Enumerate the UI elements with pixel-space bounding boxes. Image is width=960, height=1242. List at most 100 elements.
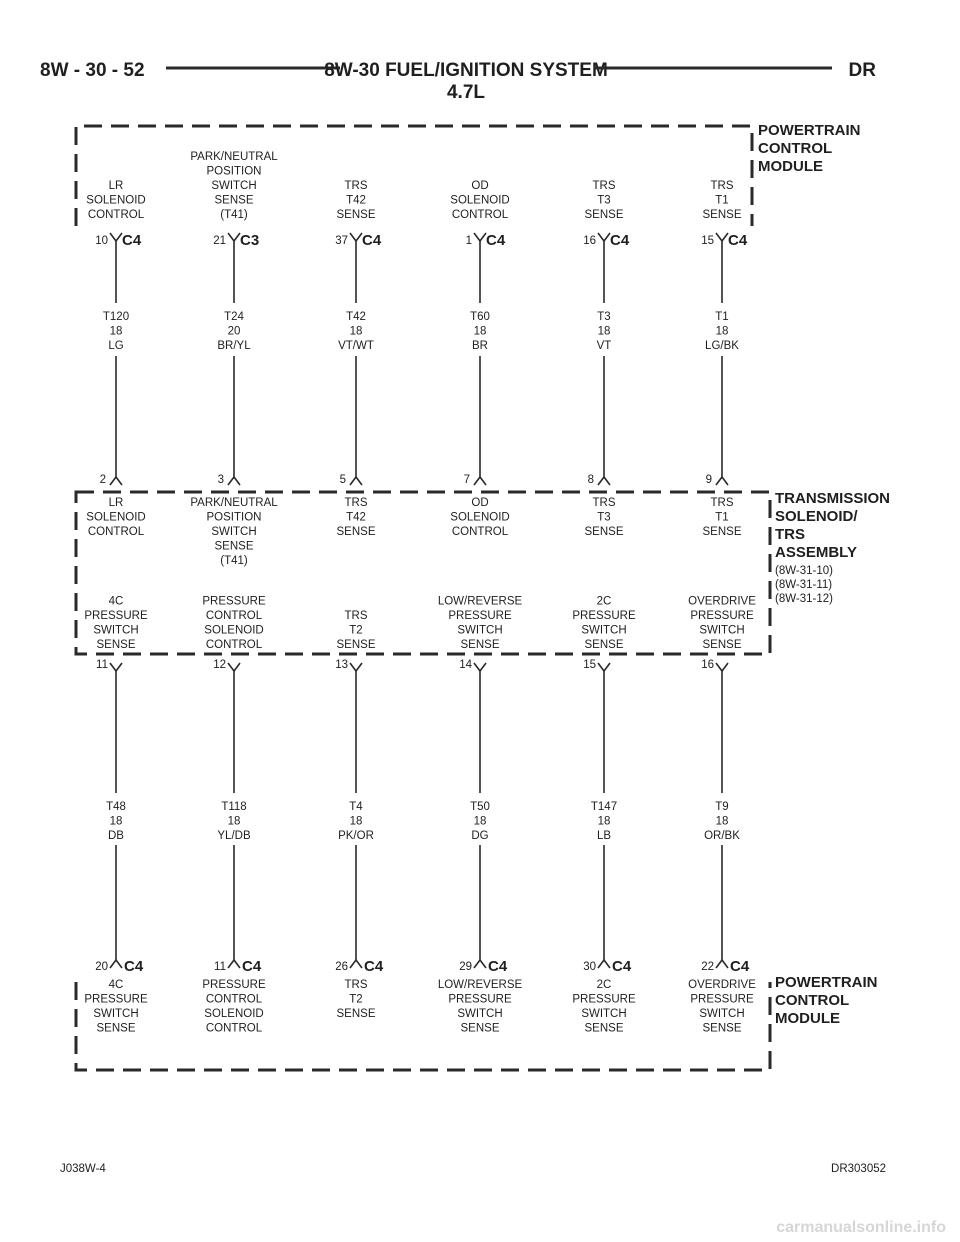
pcm-connector-id: C4: [730, 958, 750, 975]
pcm-pin-label: SENSE: [461, 1023, 500, 1035]
trs-pin-label: SWITCH: [699, 625, 744, 637]
pcm-pin-number: 21: [213, 235, 226, 247]
wire-code: T147: [591, 801, 617, 813]
wire-code: 18: [110, 326, 123, 338]
pcm-pin-number: 1: [466, 235, 472, 247]
pcm-pin-label: SWITCH: [457, 1008, 502, 1020]
trs-pin-label: CONTROL: [206, 610, 263, 622]
pcm-connector-id: C4: [728, 232, 748, 249]
trs-pin-label: TRS: [345, 497, 368, 509]
wire-code: BR/YL: [217, 340, 251, 352]
wire-code: VT/WT: [338, 340, 374, 352]
trs-pin-number: 7: [464, 474, 470, 486]
wire-code: 18: [716, 816, 729, 828]
pcm-pin-label: SOLENOID: [450, 195, 509, 207]
pcm-pin-label: CONTROL: [452, 209, 509, 221]
wire-code: DG: [471, 830, 488, 842]
pcm-pin-label: SWITCH: [211, 180, 256, 192]
pcm-pin-label: SENSE: [585, 209, 624, 221]
pcm-pin-label: SENSE: [97, 1023, 136, 1035]
wire-code: 18: [474, 326, 487, 338]
trs-pin-label: SWITCH: [457, 625, 502, 637]
page-number: 8W - 30 - 52: [40, 60, 145, 81]
pcm-connector-id: C4: [364, 958, 384, 975]
wire-code: 18: [228, 816, 241, 828]
trs-terminal-symbol: [227, 475, 241, 486]
pcm-connector-id: C4: [362, 232, 382, 249]
trs-pin-label: PRESSURE: [448, 610, 512, 622]
wire-code: OR/BK: [704, 830, 740, 842]
wire-code: DB: [108, 830, 124, 842]
pcm-pin-label: T1: [715, 195, 728, 207]
trs-pin-number: 13: [335, 659, 348, 671]
pcm-terminal-symbol: [349, 232, 363, 243]
pcm-bottom-box: [74, 982, 772, 1072]
pcm-terminal-symbol: [715, 232, 729, 243]
page-title: 8W-30 FUEL/IGNITION SYSTEM: [324, 60, 608, 81]
wire-code: T3: [597, 311, 610, 323]
pcm-pin-label: OD: [471, 180, 488, 192]
wire-code: LG/BK: [705, 340, 739, 352]
svg-text:MODULE: MODULE: [758, 158, 823, 175]
pcm-pin-label: POSITION: [207, 166, 262, 178]
trs-pin-number: 5: [340, 474, 346, 486]
trs-pin-label: SWITCH: [93, 625, 138, 637]
pcm-pin-label: TRS: [593, 180, 616, 192]
pcm-pin-number: 30: [583, 961, 596, 973]
svg-text:ASSEMBLY: ASSEMBLY: [775, 544, 857, 561]
pcm-pin-label: TRS: [345, 180, 368, 192]
trs-pin-label: PRESSURE: [572, 610, 636, 622]
pcm-terminal-symbol: [597, 958, 611, 969]
pcm-pin-label: SENSE: [703, 1023, 742, 1035]
trs-pin-number: 16: [701, 659, 714, 671]
trs-terminal-symbol: [715, 662, 729, 673]
pcm-terminal-symbol: [597, 232, 611, 243]
wire-code: 18: [350, 816, 363, 828]
wire-code: T60: [470, 311, 490, 323]
trs-pin-number: 11: [96, 659, 108, 671]
pcm-pin-label: SENSE: [337, 1008, 376, 1020]
trs-pin-label: T42: [346, 512, 366, 524]
wire-code: VT: [597, 340, 612, 352]
pcm-terminal-symbol: [349, 958, 363, 969]
pcm-pin-label: CONTROL: [206, 1023, 263, 1035]
pcm-terminal-symbol: [473, 958, 487, 969]
pcm-pin-label: T2: [349, 994, 362, 1006]
trs-pin-number: 8: [588, 474, 594, 486]
wire-code: LB: [597, 830, 611, 842]
module-title-pcm-bottom: POWERTRAIN CONTROL MODULE: [775, 974, 878, 1027]
svg-text:POWERTRAIN: POWERTRAIN: [758, 122, 861, 139]
trs-pin-label: SOLENOID: [86, 512, 145, 524]
wire-code: 18: [598, 326, 611, 338]
trs-pin-label: SENSE: [461, 639, 500, 651]
pcm-pin-label: PRESSURE: [690, 994, 754, 1006]
footer-left-code: J038W-4: [60, 1163, 106, 1175]
pcm-pin-label: SWITCH: [93, 1008, 138, 1020]
trs-pin-number: 14: [459, 659, 472, 671]
trs-pin-label: SENSE: [337, 526, 376, 538]
trs-pin-label: TRS: [345, 610, 368, 622]
pcm-connector-id: C4: [612, 958, 632, 975]
pcm-pin-label: SWITCH: [581, 1008, 626, 1020]
pcm-pin-label: TRS: [345, 979, 368, 991]
pcm-connector-id: C4: [486, 232, 506, 249]
trs-pin-label: LR: [109, 497, 124, 509]
trs-pin-label: 4C: [109, 596, 124, 608]
trs-pin-label: CONTROL: [88, 526, 145, 538]
trs-pin-number: 9: [706, 474, 712, 486]
pcm-pin-label: SOLENOID: [86, 195, 145, 207]
pcm-pin-label: OVERDRIVE: [688, 979, 756, 991]
trs-pin-label: PARK/NEUTRAL: [190, 497, 278, 509]
trs-pin-label: PRESSURE: [690, 610, 754, 622]
pcm-connector-id: C4: [242, 958, 262, 975]
svg-text:CONTROL: CONTROL: [758, 140, 832, 157]
page-subtitle: 4.7L: [447, 82, 485, 103]
pcm-pin-label: 4C: [109, 979, 124, 991]
trs-pin-label: CONTROL: [452, 526, 509, 538]
svg-text:TRS: TRS: [775, 526, 805, 543]
trs-pin-label: T2: [349, 625, 362, 637]
pcm-pin-number: 22: [701, 961, 714, 973]
pcm-pin-label: (T41): [220, 209, 248, 221]
wire-code: T118: [221, 801, 246, 813]
